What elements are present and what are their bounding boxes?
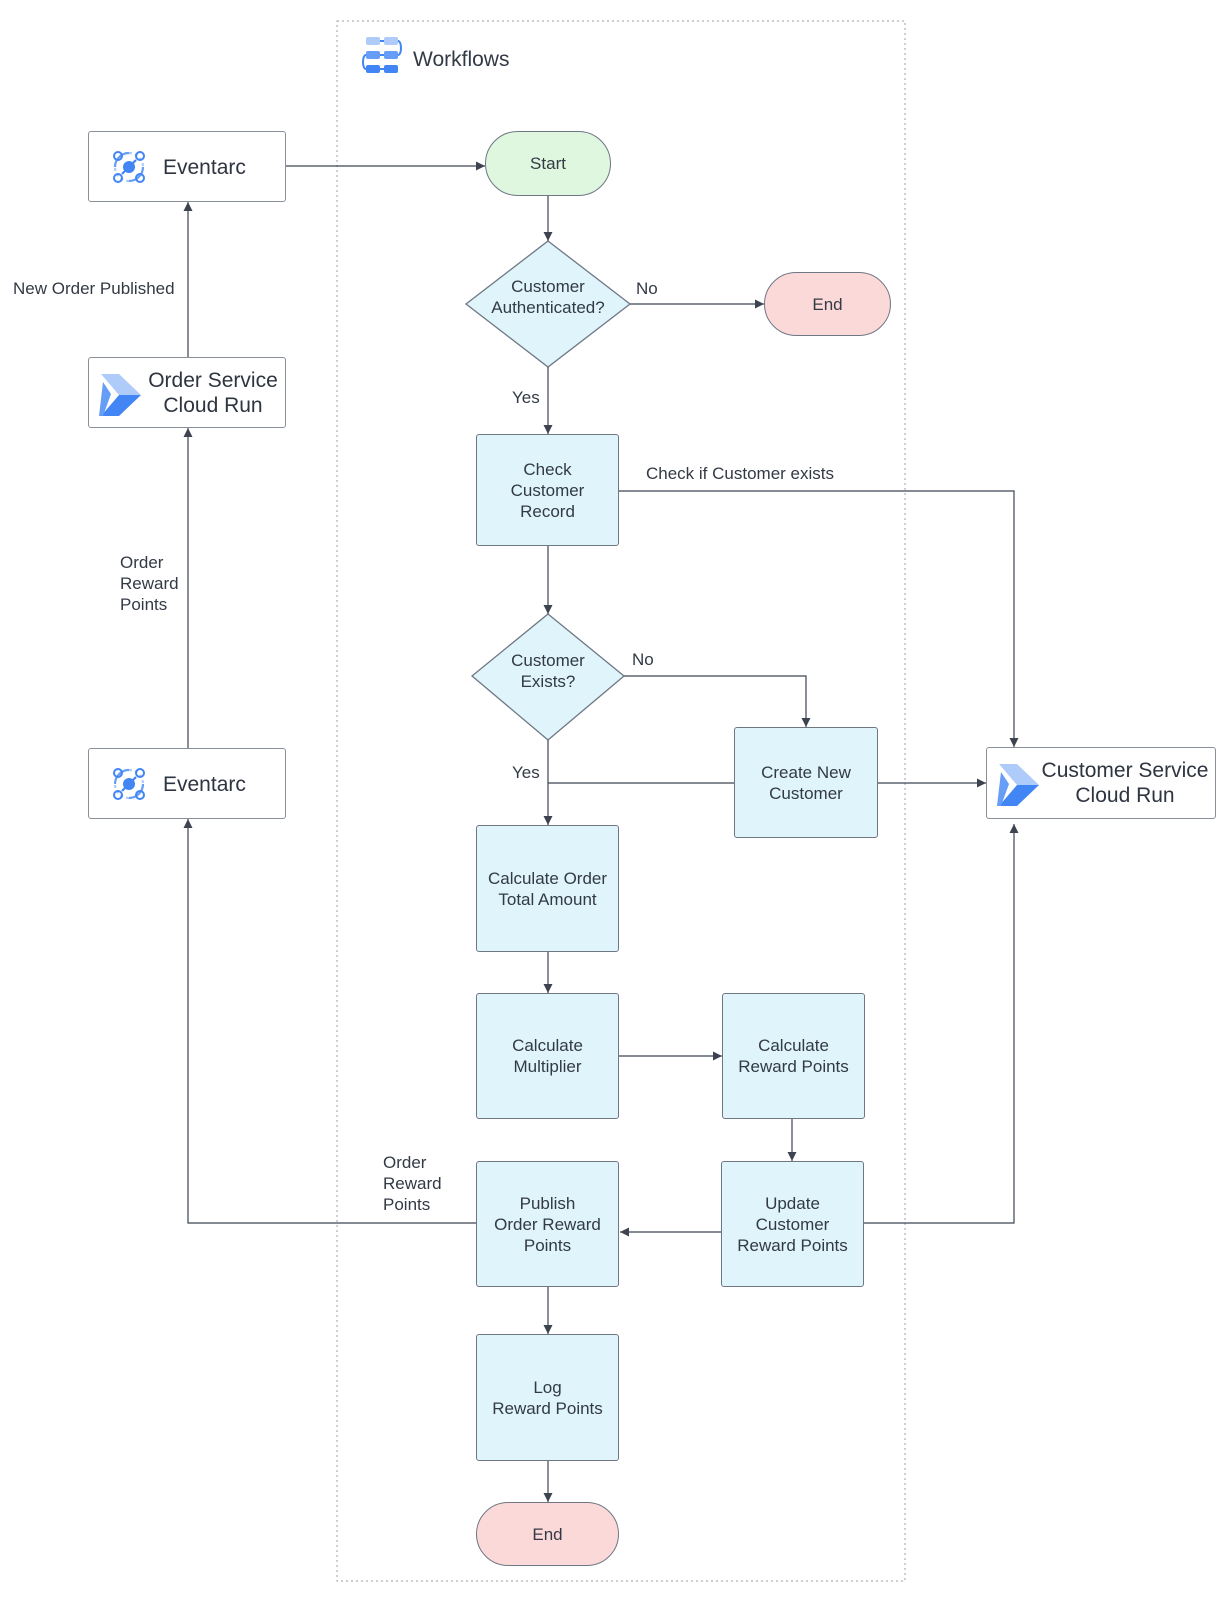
cloud-run-icon bbox=[97, 372, 143, 418]
order-reward-points-left-line-3: Points bbox=[120, 595, 168, 614]
update-customer-reward-points-node[interactable]: Update Customer Reward Points bbox=[721, 1161, 864, 1287]
order-service-label: Order Service Cloud Run bbox=[145, 368, 281, 418]
edge-label-yes-exists: Yes bbox=[512, 763, 540, 782]
calculate-multiplier-line-1: Calculate bbox=[512, 1036, 583, 1055]
order-reward-points-publish-line-1: Order bbox=[383, 1153, 427, 1172]
calculate-multiplier-line-2: Multiplier bbox=[513, 1057, 582, 1076]
customer-exists-label[interactable]: Customer Exists? bbox=[482, 650, 614, 692]
order-reward-points-left-line-1: Order bbox=[120, 553, 164, 572]
log-reward-points-line-1: Log bbox=[533, 1377, 562, 1397]
edge-label-order-reward-points-publish: Order Reward Points bbox=[383, 1152, 442, 1215]
calculate-reward-points-line-1: Calculate bbox=[758, 1036, 829, 1055]
edge-label-new-order-published: New Order Published bbox=[13, 279, 175, 298]
customer-authenticated-line-2: Authenticated? bbox=[491, 298, 605, 317]
customer-service-platform: Cloud Run bbox=[1075, 784, 1175, 807]
edge-publish-to-eventarc-bottom bbox=[183, 819, 476, 1224]
customer-authenticated-label[interactable]: Customer Authenticated? bbox=[476, 276, 620, 318]
publish-order-reward-points-line-2: Order Reward bbox=[494, 1214, 601, 1234]
customer-service-label: Customer Service Cloud Run bbox=[1039, 758, 1211, 808]
publish-order-reward-points-line-3: Points bbox=[523, 1235, 572, 1255]
calculate-reward-points-node[interactable]: Calculate Reward Points bbox=[722, 993, 865, 1119]
check-customer-record-node[interactable]: Check Customer Record bbox=[476, 434, 619, 546]
customer-service-name: Customer Service bbox=[1041, 759, 1209, 782]
check-customer-record-line-2: Customer bbox=[510, 480, 585, 500]
order-service-cloud-run-box[interactable]: Order Service Cloud Run bbox=[88, 357, 286, 428]
start-label: Start bbox=[530, 154, 566, 173]
edge-label-yes-authenticated: Yes bbox=[512, 388, 540, 407]
eventarc-icon bbox=[106, 144, 152, 190]
create-new-customer-node[interactable]: Create New Customer bbox=[734, 727, 878, 838]
order-reward-points-publish-line-2: Reward bbox=[383, 1174, 442, 1193]
update-customer-reward-points-line-1: Update bbox=[765, 1193, 820, 1213]
edge-label-no-authenticated: No bbox=[636, 279, 658, 298]
edge-label-no-exists: No bbox=[632, 650, 654, 669]
end-bottom-label: End bbox=[532, 1524, 563, 1544]
customer-service-cloud-run-box[interactable]: Customer Service Cloud Run bbox=[986, 747, 1216, 819]
order-reward-points-left-line-2: Reward bbox=[120, 574, 179, 593]
publish-order-reward-points-node[interactable]: Publish Order Reward Points bbox=[476, 1161, 619, 1287]
edge-label-check-if-customer-exists: Check if Customer exists bbox=[646, 464, 834, 483]
log-reward-points-line-2: Reward Points bbox=[492, 1398, 603, 1418]
edge-check-to-customer-service bbox=[619, 490, 1019, 747]
create-new-customer-line-1: Create New bbox=[761, 762, 851, 782]
workflows-icon bbox=[360, 33, 404, 77]
check-customer-record-line-3: Record bbox=[520, 501, 575, 521]
update-customer-reward-points-line-2: Customer bbox=[755, 1214, 830, 1234]
eventarc-bottom-label: Eventarc bbox=[163, 773, 246, 796]
log-reward-points-node[interactable]: Log Reward Points bbox=[476, 1334, 619, 1461]
cloud-run-icon bbox=[995, 762, 1041, 808]
edge-exists-no-to-create bbox=[624, 675, 811, 727]
calculate-multiplier-node[interactable]: Calculate Multiplier bbox=[476, 993, 619, 1119]
calculate-order-total-node[interactable]: Calculate Order Total Amount bbox=[476, 825, 619, 952]
edge-label-order-reward-points-left: Order Reward Points bbox=[120, 552, 179, 615]
eventarc-top-label: Eventarc bbox=[163, 156, 246, 179]
eventarc-top-box[interactable]: Eventarc bbox=[88, 131, 286, 202]
customer-exists-line-2: Exists? bbox=[520, 672, 576, 691]
update-customer-reward-points-line-3: Reward Points bbox=[737, 1235, 848, 1255]
calculate-order-total-line-2: Total Amount bbox=[498, 889, 597, 909]
create-new-customer-line-2: Customer bbox=[769, 783, 843, 803]
order-reward-points-publish-line-3: Points bbox=[383, 1195, 431, 1214]
end-top-label: End bbox=[812, 294, 843, 314]
customer-authenticated-line-1: Customer bbox=[511, 277, 585, 296]
end-node-bottom[interactable]: End bbox=[476, 1502, 619, 1566]
start-node[interactable]: Start bbox=[485, 131, 611, 196]
calculate-order-total-line-1: Calculate Order bbox=[487, 868, 608, 888]
publish-order-reward-points-line-1: Publish bbox=[519, 1193, 576, 1213]
eventarc-bottom-box[interactable]: Eventarc bbox=[88, 748, 286, 819]
check-customer-record-line-1: Check bbox=[523, 459, 572, 479]
eventarc-icon bbox=[106, 761, 152, 807]
workflows-container bbox=[336, 20, 906, 1582]
calculate-reward-points-line-2: Reward Points bbox=[738, 1057, 849, 1076]
order-service-platform: Cloud Run bbox=[163, 394, 263, 417]
customer-exists-line-1: Customer bbox=[511, 651, 585, 670]
edge-update-to-customer-service bbox=[864, 824, 1019, 1224]
end-node-top[interactable]: End bbox=[764, 272, 891, 336]
order-service-name: Order Service bbox=[148, 369, 278, 392]
workflows-title: Workflows bbox=[413, 48, 510, 71]
